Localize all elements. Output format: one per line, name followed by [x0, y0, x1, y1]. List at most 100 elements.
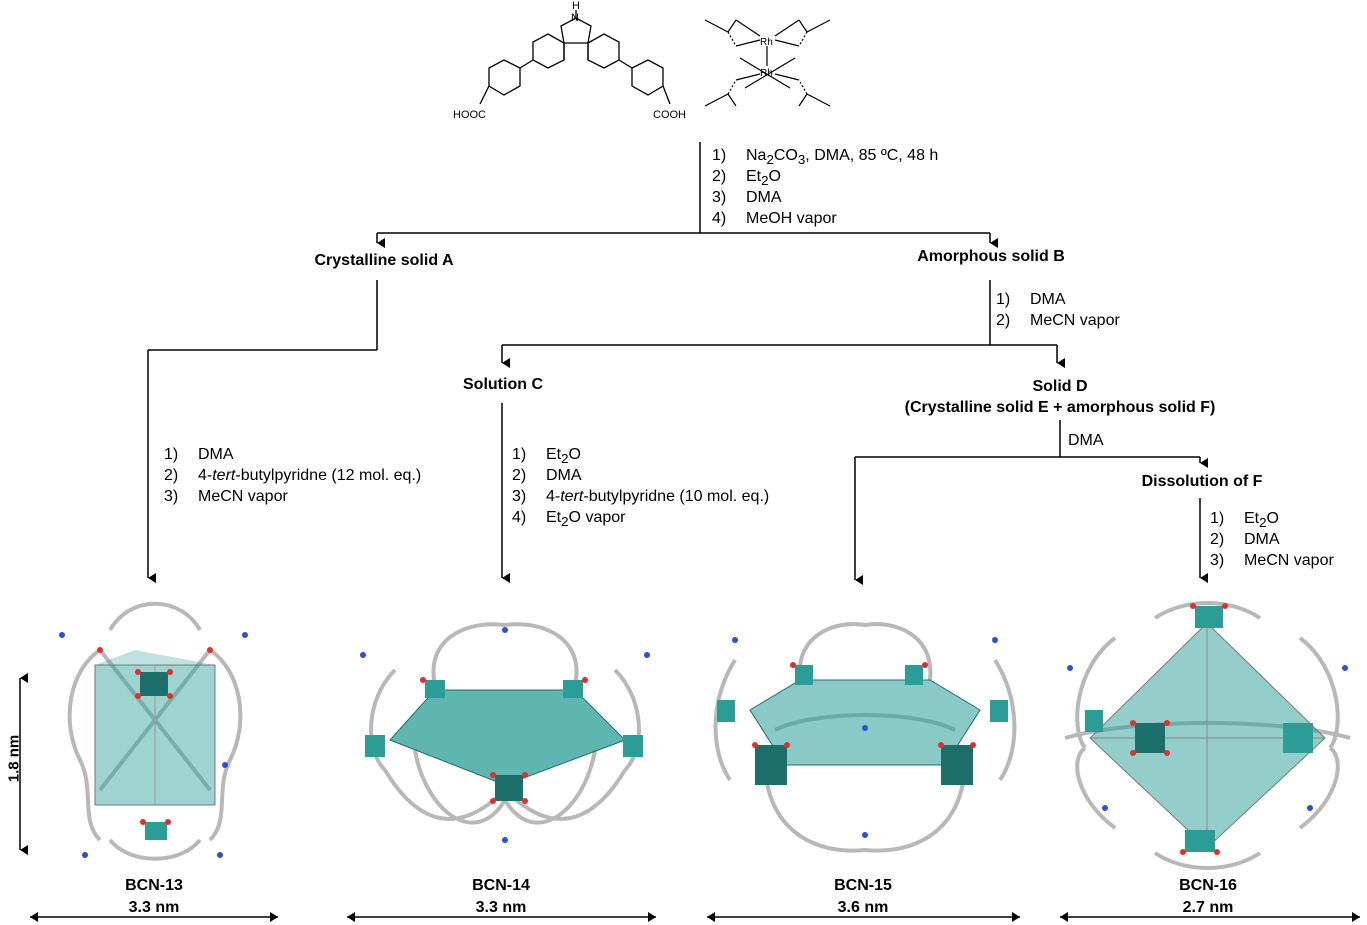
solution-c-text: O vapor — [568, 509, 626, 526]
solid-a-text: DMA — [198, 446, 234, 463]
initial-step-number: 2) — [712, 168, 727, 185]
dissolution-f-step-2: 2) DMA — [1210, 529, 1334, 550]
initial-subscript: 2 — [766, 152, 774, 168]
solid-a-text: -butylpyridne (12 mol. eq.) — [235, 467, 422, 484]
solid-a-step-2: 2) 4-tert-butylpyridne (12 mol. eq.) — [164, 465, 421, 486]
initial-text: MeOH vapor — [746, 210, 837, 227]
product-name-bcn-14: BCN-14 — [472, 877, 530, 894]
initial-step-2: 2) Et2O — [712, 166, 938, 189]
initial-step-number: 3) — [712, 189, 727, 206]
solid-a-step-number: 1) — [164, 446, 179, 463]
solution-c-step-number: 2) — [512, 467, 527, 484]
dissolution-f-step-number: 3) — [1210, 552, 1225, 569]
product-size-bcn-14: 3.3 nm — [475, 899, 527, 916]
dissolution-f-step-number: 1) — [1210, 510, 1225, 527]
rh-atom-bottom: Rh — [760, 68, 773, 79]
solution-c-text: 4- — [546, 488, 561, 505]
solid-d-subtitle: (Crystalline solid E + amorphous solid F… — [904, 399, 1216, 416]
solid-a-italic: tert — [212, 467, 236, 484]
linker-molecule: H N HOOC COOH — [453, 0, 686, 121]
solid-a-step-1: 1) DMA — [164, 444, 421, 465]
solution-c-step-1: 1) Et2O — [512, 444, 769, 467]
initial-step-1: 1) Na2CO3, DMA, 85 ºC, 48 h — [712, 145, 939, 168]
solution-c-step-number: 1) — [512, 446, 527, 463]
solid-a-step-number: 2) — [164, 467, 179, 484]
solid-b-text: MeCN vapor — [1030, 312, 1120, 329]
dissolution-f-subscript: 2 — [1259, 515, 1267, 531]
product-name-bcn-15: BCN-15 — [834, 877, 892, 894]
solution-c-text: -butylpyridne (10 mol. eq.) — [583, 488, 770, 505]
dissolution-f-conditions: 1) Et2O 2) DMA 3) MeCN vapor — [1210, 508, 1334, 571]
rh-atom-top: Rh — [760, 37, 773, 48]
dissolution-f-text: O — [1266, 510, 1279, 527]
solution-c-step-2: 2) DMA — [512, 465, 769, 486]
solid-b-step-2: 2) MeCN vapor — [996, 310, 1120, 331]
dissolution-f-text: Et — [1244, 510, 1260, 527]
initial-text: DMA — [746, 189, 782, 206]
bcn-14-structure — [360, 622, 650, 843]
product-size-bcn-16: 2.7 nm — [1182, 899, 1234, 916]
bcn-16-structure — [1064, 601, 1351, 870]
solid-d-label: Solid D (Crystalline solid E + amorphous… — [905, 376, 1216, 418]
linker-left-group: HOOC — [453, 109, 486, 121]
solid-d-condition: DMA — [1068, 432, 1104, 449]
dissolution-f-text: DMA — [1244, 531, 1280, 548]
dissolution-f-step-number: 2) — [1210, 531, 1225, 548]
crystalline-solid-a-label: Crystalline solid A — [314, 252, 454, 269]
initial-text: CO — [773, 147, 798, 164]
solution-c-text: O — [568, 446, 581, 463]
dissolution-f-text: MeCN vapor — [1244, 552, 1334, 569]
solid-d-title: Solid D — [1032, 378, 1088, 395]
dissolution-f-step-3: 3) MeCN vapor — [1210, 550, 1334, 571]
product-size-bcn-13: 3.3 nm — [128, 899, 180, 916]
initial-step-3: 3) DMA — [712, 187, 938, 208]
solution-c-text: DMA — [546, 467, 582, 484]
initial-subscript: 3 — [797, 152, 806, 168]
solid-a-step-3: 3)MeCN vapor — [164, 486, 421, 507]
solid-a-step-number: 3) — [164, 488, 179, 505]
solution-c-step-number: 3) — [512, 488, 527, 505]
solid-a-conditions: 1) DMA 2) 4-tert-butylpyridne (12 mol. eq.)… — [164, 444, 421, 507]
product-name-bcn-13: BCN-13 — [125, 877, 183, 894]
solution-c-step-4: 4) Et2O vapor — [512, 507, 769, 530]
initial-text: Et — [746, 168, 762, 185]
initial-subscript: 2 — [761, 173, 769, 189]
initial-step-number: 1) — [712, 147, 727, 164]
product-size-bcn-15: 3.6 nm — [837, 899, 889, 916]
solution-c-text: Et — [546, 446, 562, 463]
bcn-13-structure — [59, 601, 248, 861]
solid-a-text: 4- — [198, 467, 213, 484]
initial-step-4: 4) MeOH vapor — [712, 208, 938, 229]
solution-c-subscript: 2 — [561, 514, 569, 530]
solid-b-step-1: 1) DMA — [996, 289, 1120, 310]
amorphous-solid-b-label: Amorphous solid B — [917, 248, 1065, 265]
height-dimension-arrow — [19, 673, 28, 855]
dissolution-f-step-1: 1) Et2O — [1210, 508, 1334, 531]
initial-step-number: 4) — [712, 210, 727, 227]
initial-text: Na — [746, 147, 767, 164]
solid-b-conditions: 1) DMA 2) MeCN vapor — [996, 289, 1120, 331]
solid-b-step-number: 2) — [996, 312, 1011, 329]
product-name-bcn-16: BCN-16 — [1179, 877, 1237, 894]
linker-right-group: COOH — [653, 109, 686, 121]
solution-c-label: Solution C — [463, 376, 543, 393]
solution-c-italic: tert — [560, 488, 584, 505]
solution-c-step-number: 4) — [512, 509, 527, 526]
solid-b-text: DMA — [1030, 291, 1066, 308]
height-label: 1.8 nm — [5, 734, 23, 783]
initial-text: , DMA, 85 ºC, 48 h — [805, 147, 939, 164]
width-dimension-arrows — [30, 912, 1360, 922]
linker-h-atom: H — [572, 0, 580, 12]
solution-c-step-3: 3) 4-tert-butylpyridne (10 mol. eq.) — [512, 486, 769, 507]
rhodium-acetate-molecule: Rh Rh — [704, 19, 831, 107]
bcn-15-structure — [713, 622, 1017, 853]
solution-c-text: Et — [546, 509, 562, 526]
initial-text: O — [768, 168, 781, 185]
dissolution-f-label: Dissolution of F — [1141, 473, 1263, 490]
solution-c-subscript: 2 — [561, 451, 569, 467]
linker-n-atom: N — [571, 12, 579, 24]
solid-b-step-number: 1) — [996, 291, 1011, 308]
